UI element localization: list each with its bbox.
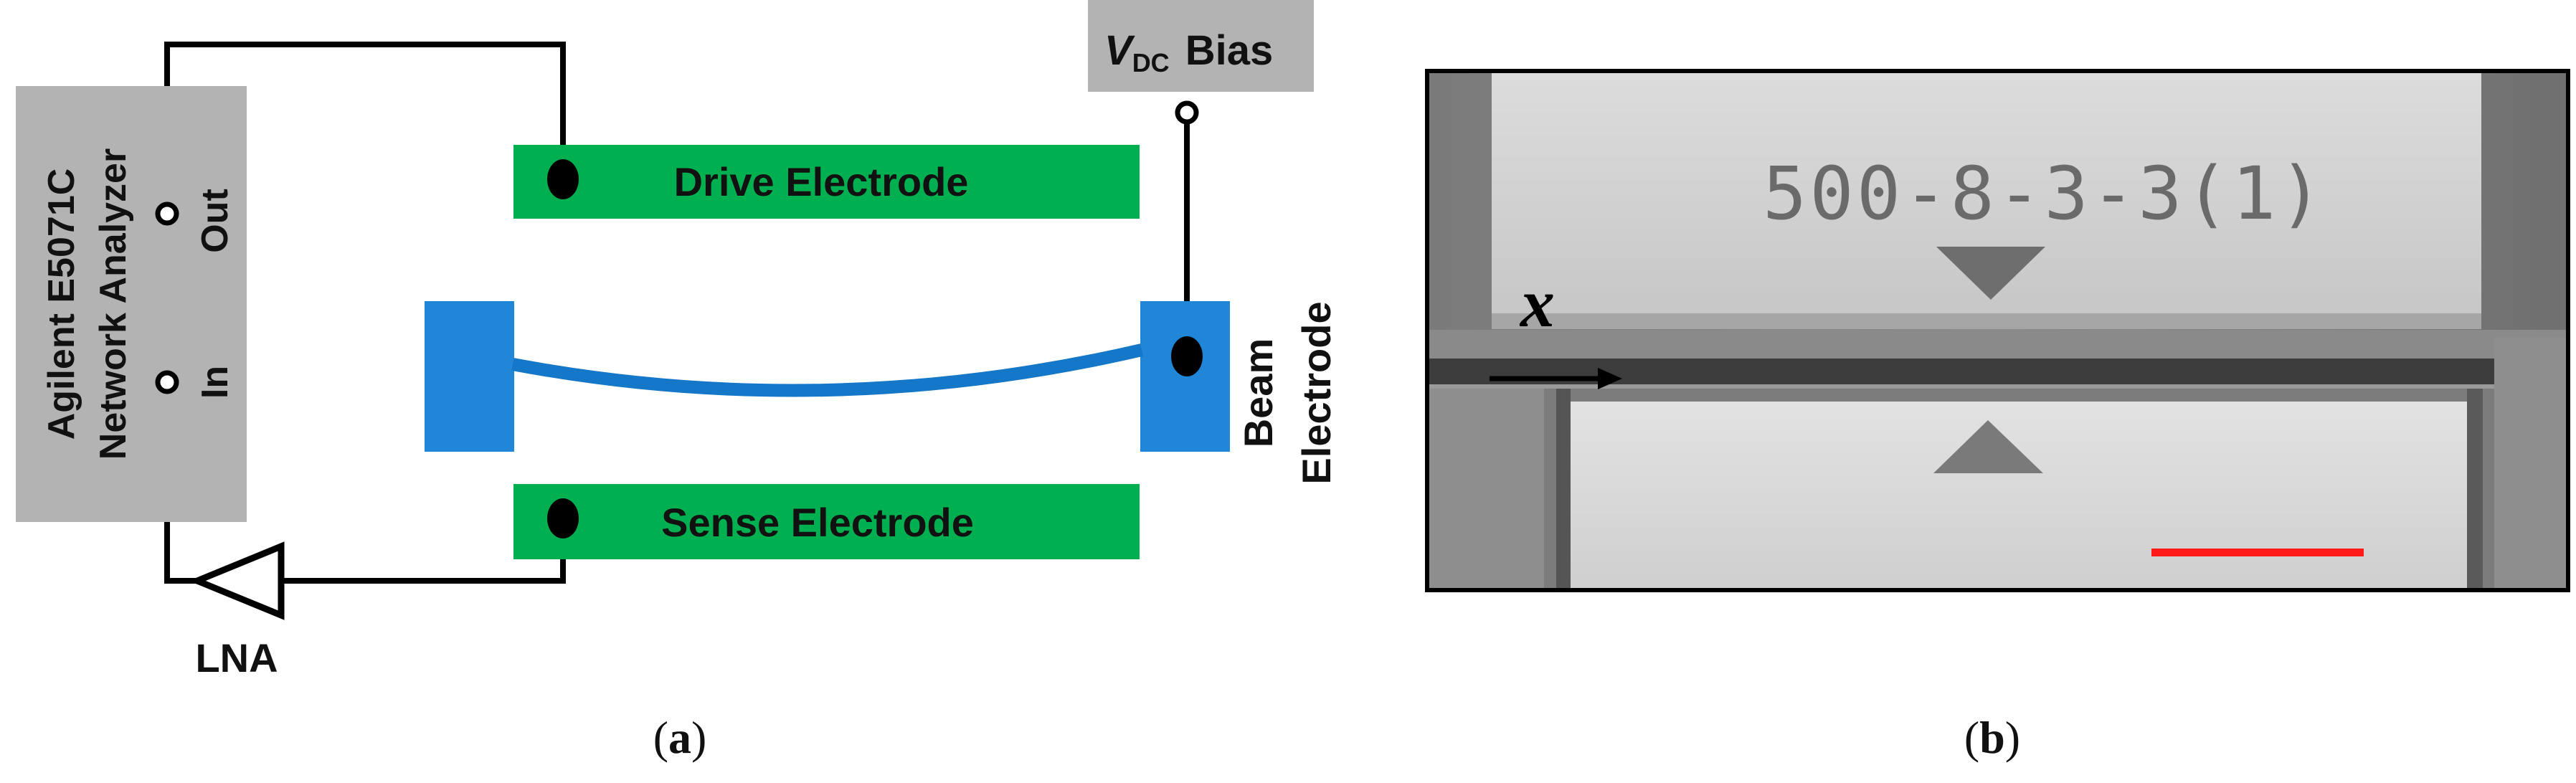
beam-electrode-contact (1171, 336, 1203, 376)
lna-label: LNA (195, 635, 278, 680)
beam (511, 343, 1144, 397)
panel-a-schematic: Agilent E5071C Network Analyzer Out In V… (16, 0, 1339, 763)
analyzer-port-out-label: Out (194, 189, 236, 253)
panel-a-caption-letter: a (668, 712, 691, 763)
panel-b-caption-open: ( (1964, 712, 1979, 763)
scale-bar (2151, 549, 2364, 556)
dc-bias-box (1088, 0, 1314, 92)
analyzer-port-out-terminal (155, 201, 179, 226)
beam-gap (1429, 359, 2566, 386)
panel-b-caption: (b) (1964, 712, 2020, 763)
network-analyzer-box (16, 86, 247, 522)
dc-bias-label: VDC Bias (1104, 27, 1273, 77)
device-id-label: 500-8-3-3(1) (1763, 151, 2326, 237)
drive-electrode-label: Drive Electrode (674, 159, 969, 204)
lower-proof-mass (1571, 402, 2481, 588)
beam-electrode-label-line2: Electrode (1294, 301, 1339, 484)
panel-b-micrograph: 500-8-3-3(1) x (b) (1425, 69, 2570, 763)
network-analyzer-name-line1: Agilent E5071C (41, 169, 82, 440)
dc-bias-symbol: V (1104, 27, 1135, 74)
sense-electrode-bar (513, 484, 1140, 559)
micrograph-image: 500-8-3-3(1) x (1429, 73, 2566, 588)
sense-electrode: Sense Electrode (513, 484, 1140, 559)
network-analyzer-name-line2: Network Analyzer (93, 148, 134, 460)
panel-a-caption-close: ) (691, 712, 706, 763)
panel-b-caption-letter: b (1979, 712, 2005, 763)
sense-electrode-contact (547, 498, 579, 538)
dc-bias-terminal (1175, 100, 1199, 125)
lna-triangle-icon (189, 541, 285, 620)
dc-bias-text: Bias (1185, 27, 1274, 74)
x-axis-label: x (1519, 265, 1555, 341)
dc-bias-subscript: DC (1132, 48, 1170, 77)
upper-triangle-mark (1936, 247, 2045, 300)
drive-electrode-bar (513, 145, 1140, 219)
x-axis-arrowhead-icon (1598, 368, 1622, 389)
dc-bias-source: VDC Bias (1088, 0, 1314, 125)
lower-triangle-mark (1933, 420, 2043, 473)
network-analyzer: Agilent E5071C Network Analyzer Out In (16, 86, 247, 522)
lna-amplifier: LNA (189, 541, 285, 680)
beam-anchor-left (425, 301, 514, 452)
panel-a-caption: (a) (653, 712, 707, 763)
analyzer-port-in-label: In (194, 366, 236, 399)
panel-a-caption-open: ( (653, 712, 668, 763)
sense-electrode-label: Sense Electrode (661, 500, 974, 545)
analyzer-port-in-terminal (155, 370, 179, 394)
resonator-beam: Beam Electrode (425, 301, 1339, 485)
drive-electrode-contact (547, 159, 579, 199)
beam-electrode-label-line1: Beam (1236, 338, 1281, 448)
panel-b-caption-close: ) (2005, 712, 2020, 763)
beam-anchor-right (1140, 301, 1230, 452)
drive-electrode: Drive Electrode (513, 145, 1140, 219)
